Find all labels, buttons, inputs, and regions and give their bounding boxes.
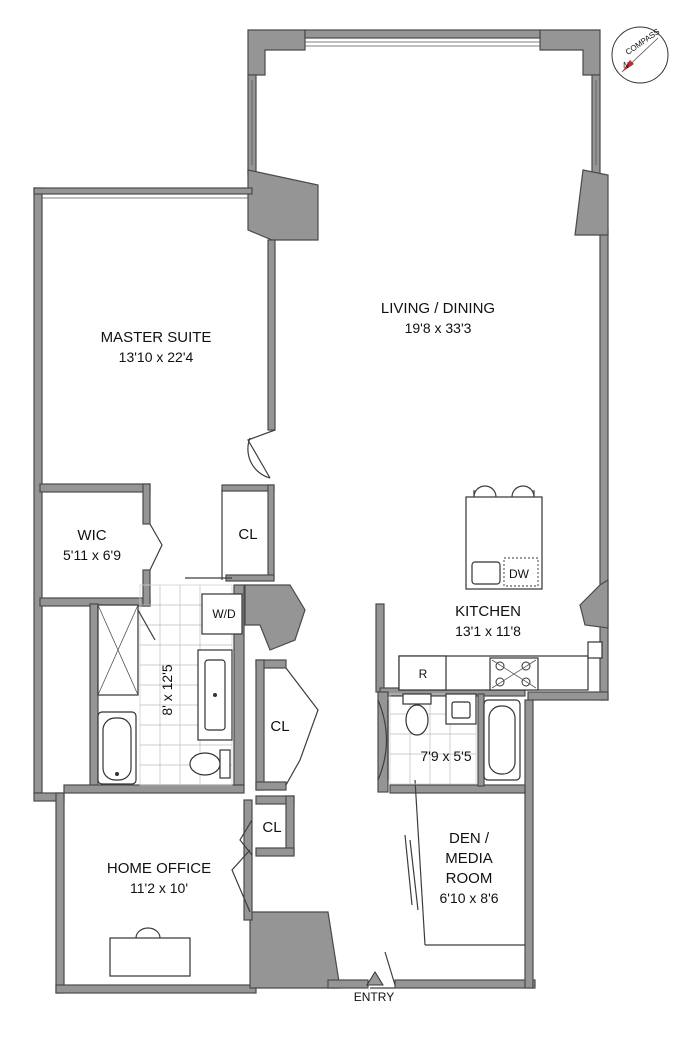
guest-sink bbox=[445, 693, 477, 725]
refrigerator-label: R bbox=[419, 667, 428, 681]
den-dims: 6'10 x 8'6 bbox=[439, 890, 498, 906]
entry-label: ENTRY bbox=[354, 990, 394, 1004]
desk bbox=[109, 927, 191, 977]
den-name-line3: ROOM bbox=[446, 870, 493, 887]
interior-lines bbox=[149, 429, 525, 989]
washer-dryer-label: W/D bbox=[212, 607, 236, 621]
kitchen-island bbox=[465, 485, 543, 590]
entry-arrow-icon bbox=[366, 971, 384, 986]
master-bath-dims: 8' x 12'5 bbox=[159, 664, 175, 715]
compass-icon: N COMPASS bbox=[611, 26, 669, 84]
wic-name: WIC bbox=[77, 527, 106, 544]
dishwasher-label: DW bbox=[509, 567, 530, 581]
living-dining-dims: 19'8 x 33'3 bbox=[405, 320, 472, 336]
kitchen-counter bbox=[398, 641, 603, 691]
closet-label-3: CL bbox=[262, 819, 281, 836]
wic-dims: 5'11 x 6'9 bbox=[63, 547, 121, 563]
home-office-name: HOME OFFICE bbox=[107, 860, 211, 877]
den-name-line1: DEN / bbox=[449, 830, 490, 847]
guest-bathtub bbox=[483, 699, 521, 781]
compass-north-label: N bbox=[623, 61, 629, 70]
shower-stall bbox=[97, 604, 156, 696]
master-suite-dims: 13'10 x 22'4 bbox=[119, 349, 194, 365]
closet-label-1: CL bbox=[238, 526, 257, 543]
kitchen-name: KITCHEN bbox=[455, 603, 521, 620]
kitchen-dims: 13'1 x 11'8 bbox=[455, 623, 521, 639]
master-toilet bbox=[189, 749, 231, 779]
living-dining-name: LIVING / DINING bbox=[381, 300, 495, 317]
guest-bath-dims: 7'9 x 5'5 bbox=[420, 748, 471, 764]
windows bbox=[42, 41, 597, 199]
guest-toilet bbox=[402, 693, 432, 736]
double-vanity bbox=[197, 649, 233, 741]
closet-label-2: CL bbox=[270, 718, 289, 735]
den-name-line2: MEDIA bbox=[445, 850, 493, 867]
exterior-walls bbox=[33, 29, 609, 994]
washer-dryer bbox=[201, 593, 243, 635]
master-bathtub bbox=[97, 711, 137, 785]
home-office-dims: 11'2 x 10' bbox=[130, 880, 188, 896]
master-suite-name: MASTER SUITE bbox=[101, 329, 212, 346]
